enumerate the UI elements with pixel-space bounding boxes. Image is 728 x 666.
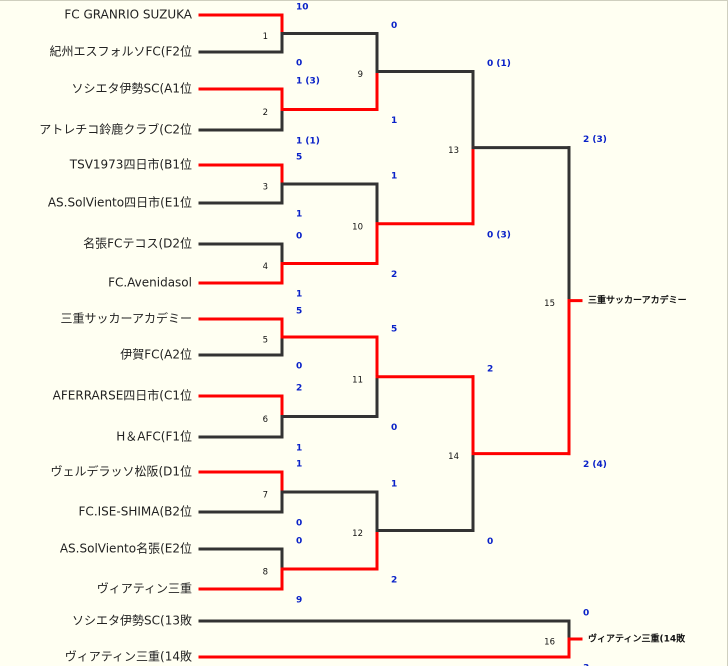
bracket-lines [198, 13, 583, 659]
match-16-score: 3 [583, 664, 589, 666]
match-6-number: 6 [263, 415, 268, 425]
team-name: TSV1973四日市(B1位 [69, 157, 192, 172]
team-name: AS.SolViento四日市(E1位 [48, 195, 192, 210]
match-14-number: 14 [448, 452, 459, 462]
match-2-score: 1 (3) [296, 77, 320, 87]
team-name: FC.ISE-SHIMA(B2位 [79, 504, 192, 519]
match-7-score: 1 [296, 460, 302, 470]
match-10-score: 2 [391, 270, 397, 280]
match-13-score: 0 (1) [487, 59, 511, 69]
match-1-score: 10 [296, 3, 309, 13]
match-15-score: 2 (3) [583, 135, 607, 145]
team-name: 名張FCテコス(D2位 [83, 236, 192, 251]
team-name: 三重サッカーアカデミー [60, 311, 192, 326]
team-name: AFERRARSE四日市(C1位 [53, 388, 192, 403]
team-name: ヴィアティン三重 [97, 581, 192, 596]
match-11-number: 11 [352, 375, 363, 385]
match-5-score: 0 [296, 362, 302, 372]
bracket-labels: FC GRANRIO SUZUKA 紀州エスフォルソFC(F2位ソシエタ伊勢SC(… [39, 3, 686, 666]
team-name: 紀州エスフォルソFC(F2位 [49, 44, 192, 59]
team-name: ヴェルデラッソ松阪(D1位 [50, 464, 192, 479]
match-16-score: 0 [583, 609, 589, 619]
match-12-score: 1 [391, 480, 397, 490]
match-15-score: 2 (4) [583, 460, 607, 470]
team-name: アトレチコ鈴鹿クラブ(C2位 [39, 122, 192, 137]
match-16-number: 16 [544, 638, 555, 648]
match-10-score: 1 [391, 172, 397, 182]
third-place-result: ヴィアティン三重(14敗 [588, 633, 686, 645]
match-3-score: 1 [296, 210, 302, 220]
match-6-score: 1 [296, 444, 302, 454]
match-6-score: 2 [296, 384, 302, 394]
match-8-score: 9 [296, 596, 302, 606]
match-1-score: 0 [296, 59, 302, 69]
match-4-score: 1 [296, 290, 302, 300]
match-5-score: 5 [296, 307, 302, 317]
match-10-number: 10 [352, 222, 363, 232]
match-2-score: 1 (1) [296, 137, 320, 147]
match-15-number: 15 [544, 299, 555, 309]
match-4-score: 0 [296, 232, 302, 242]
match-13-number: 13 [448, 146, 459, 156]
match-9-number: 9 [358, 70, 363, 80]
match-11-score: 5 [391, 325, 397, 335]
match-5-number: 5 [263, 336, 268, 346]
match-12-score: 2 [391, 576, 397, 586]
match-12-number: 12 [352, 529, 363, 539]
match-14-score: 2 [487, 364, 493, 374]
match-2-number: 2 [263, 108, 268, 118]
team-name: 伊賀FC(A2位 [120, 347, 192, 362]
team-name: AS.SolViento名張(E2位 [60, 541, 192, 556]
match-3-score: 5 [296, 153, 302, 163]
team-name: ソシエタ伊勢SC(A1位 [71, 81, 192, 96]
match-9-score: 1 [391, 116, 397, 126]
match-8-number: 8 [263, 568, 268, 578]
match-3-number: 3 [263, 183, 268, 193]
match-14-score: 0 [487, 537, 493, 547]
match-11-score: 0 [391, 423, 397, 433]
champion-name: 三重サッカーアカデミー [588, 294, 687, 306]
match-4-number: 4 [263, 262, 268, 272]
team-name: FC.Avenidasol [108, 276, 192, 290]
team-name: FC GRANRIO SUZUKA [64, 8, 192, 22]
match-8-score: 0 [296, 537, 302, 547]
third-place-team: ヴィアティン三重(14敗 [65, 649, 192, 664]
match-13-score: 0 (3) [487, 230, 511, 240]
third-place-team: ソシエタ伊勢SC(13敗 [72, 613, 192, 628]
match-7-number: 7 [263, 491, 268, 501]
match-9-score: 0 [391, 21, 397, 31]
match-1-number: 1 [263, 32, 268, 42]
match-7-score: 0 [296, 519, 302, 529]
team-name: H＆AFC(F1位 [116, 429, 192, 444]
